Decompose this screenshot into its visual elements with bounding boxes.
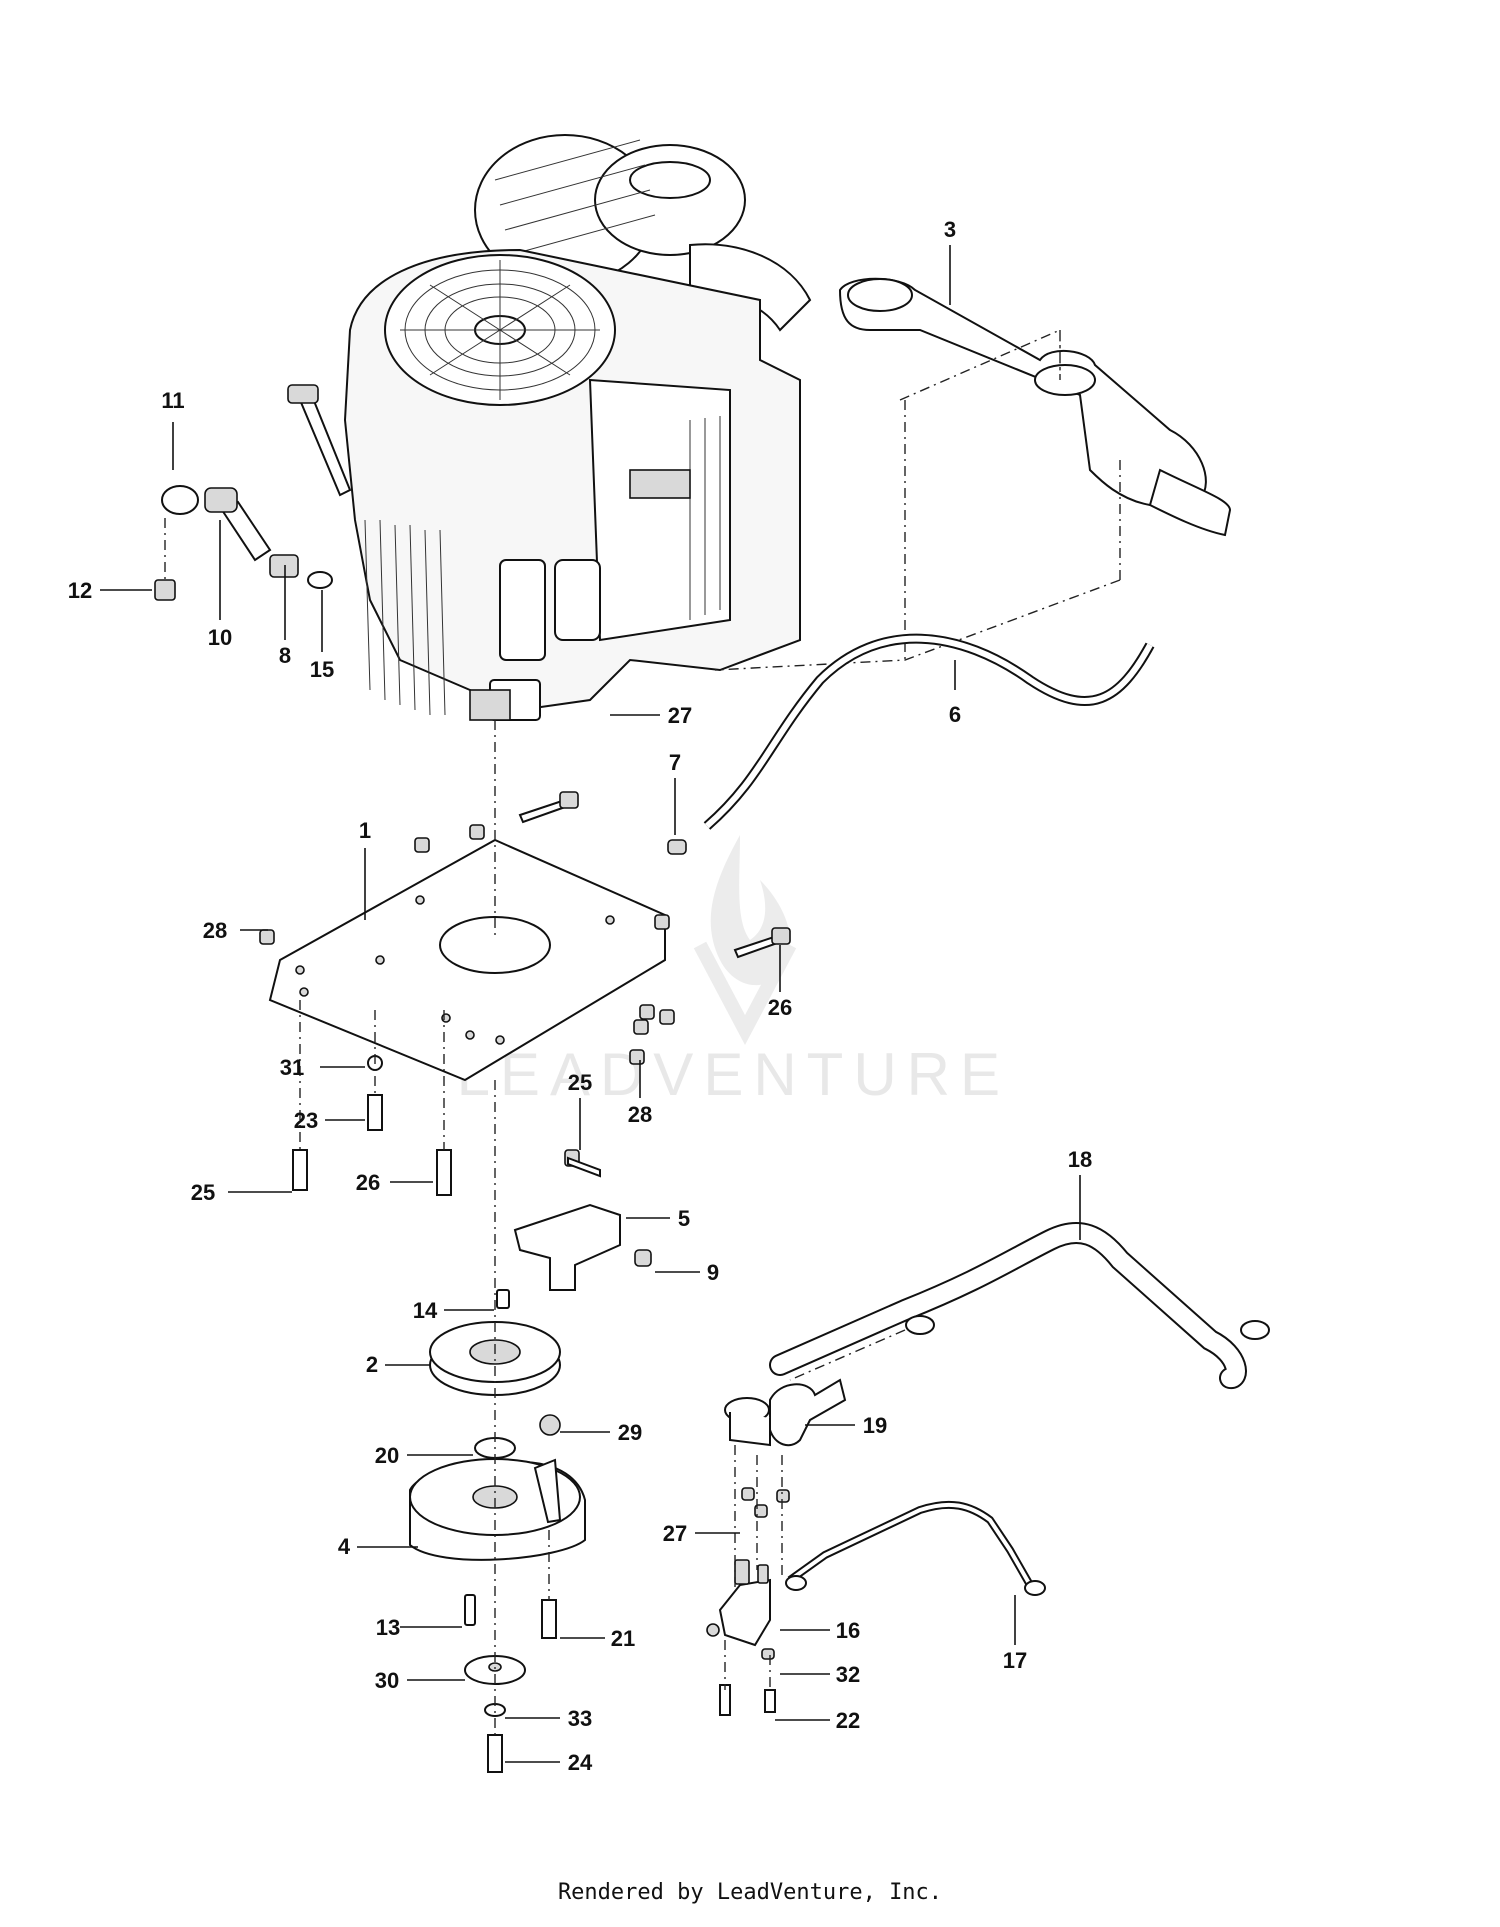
callout-27a: 27 — [668, 703, 692, 728]
hose — [667, 633, 1155, 855]
callout-12: 12 — [68, 578, 92, 603]
callout-18: 18 — [1068, 1147, 1092, 1172]
callout-28a: 28 — [203, 918, 227, 943]
callout-14: 14 — [413, 1298, 438, 1323]
oil-drain-assembly — [154, 485, 333, 601]
callout-27b: 27 — [663, 1521, 687, 1546]
render-credit-footer: Rendered by LeadVenture, Inc. — [557, 1880, 943, 1905]
callout-25b: 25 — [191, 1180, 215, 1205]
terminal-boot — [724, 1378, 847, 1447]
engine — [287, 134, 812, 721]
callout-15: 15 — [310, 657, 334, 682]
callout-29: 29 — [618, 1420, 642, 1445]
callout-5: 5 — [678, 1206, 690, 1231]
callout-21: 21 — [611, 1626, 635, 1651]
callout-6: 6 — [949, 702, 961, 727]
callout-22: 22 — [836, 1708, 860, 1733]
callout-17: 17 — [1003, 1648, 1027, 1673]
callout-33: 33 — [568, 1706, 592, 1731]
callout-11: 11 — [161, 388, 184, 413]
watermark-text: LEADVENTURE — [457, 1041, 1010, 1108]
pulley-clutch-assembly — [409, 1289, 586, 1773]
battery-cable — [769, 1221, 1270, 1389]
bracket — [513, 1149, 652, 1291]
muffler — [714, 277, 1232, 671]
callout-7: 7 — [669, 750, 681, 775]
leadventure-watermark: LEADVENTURE — [457, 835, 1010, 1108]
callout-1: 1 — [359, 818, 371, 843]
callout-10: 10 — [208, 625, 232, 650]
callout-13: 13 — [376, 1615, 400, 1640]
callout-24: 24 — [568, 1750, 593, 1775]
callout-4: 4 — [338, 1534, 351, 1559]
callout-19: 19 — [863, 1413, 887, 1438]
callout-20: 20 — [375, 1443, 399, 1468]
callouts: 1 2 3 4 5 6 7 8 9 10 11 12 13 14 15 16 1… — [68, 217, 1092, 1775]
starter-solenoid — [706, 1445, 790, 1716]
leader-lines — [100, 245, 1081, 1763]
callout-28b: 28 — [628, 1102, 652, 1127]
callout-30: 30 — [375, 1668, 399, 1693]
callout-25a: 25 — [568, 1070, 592, 1095]
callout-9: 9 — [707, 1260, 719, 1285]
mounting-plate — [259, 720, 791, 1300]
callout-16: 16 — [836, 1618, 860, 1643]
callout-31: 31 — [280, 1055, 304, 1080]
callout-26a: 26 — [768, 995, 792, 1020]
callout-32: 32 — [836, 1662, 860, 1687]
callout-23: 23 — [294, 1108, 318, 1133]
callout-3: 3 — [944, 217, 956, 242]
callout-26b: 26 — [356, 1170, 380, 1195]
callout-2: 2 — [366, 1352, 378, 1377]
callout-8: 8 — [279, 643, 291, 668]
ground-cable — [785, 1500, 1046, 1596]
